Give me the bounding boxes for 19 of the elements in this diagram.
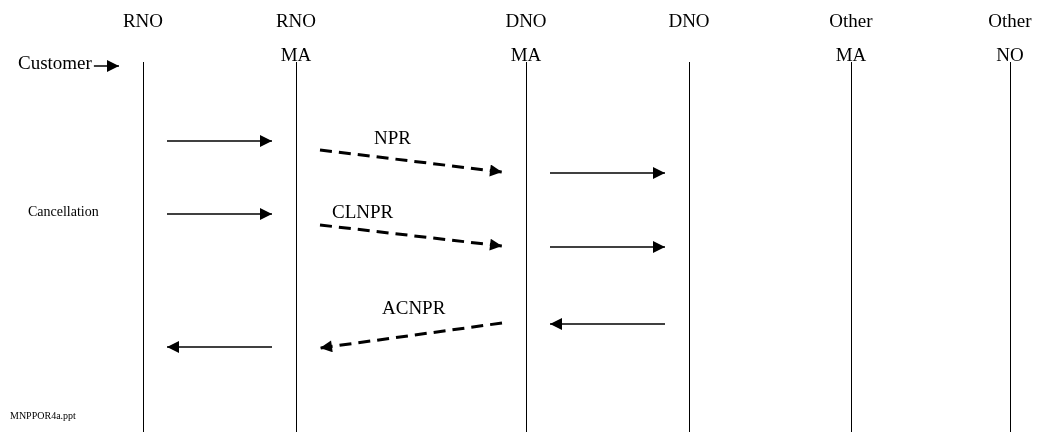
lifeline-heading: Other NO [988,9,1032,67]
arrow [319,223,503,251]
arrow [166,135,273,147]
lifeline-heading: RNO MA [274,9,318,67]
arrow [319,148,503,177]
arrow [549,241,666,253]
file-name: MNPPOR4a.ppt [10,410,76,421]
lifeline-heading: DNO MA [504,9,548,67]
lifeline-heading: DNO [667,9,711,33]
note-text: Cancellation [28,204,99,220]
arrow [549,167,666,179]
arrow [166,341,273,353]
lifeline-heading: RNO [121,9,165,33]
arrow [319,321,503,353]
arrow [549,318,666,330]
lifeline-heading: Other MA [829,9,873,67]
actor-label: Customer [18,52,92,74]
arrow [166,208,273,220]
arrow [93,60,120,72]
